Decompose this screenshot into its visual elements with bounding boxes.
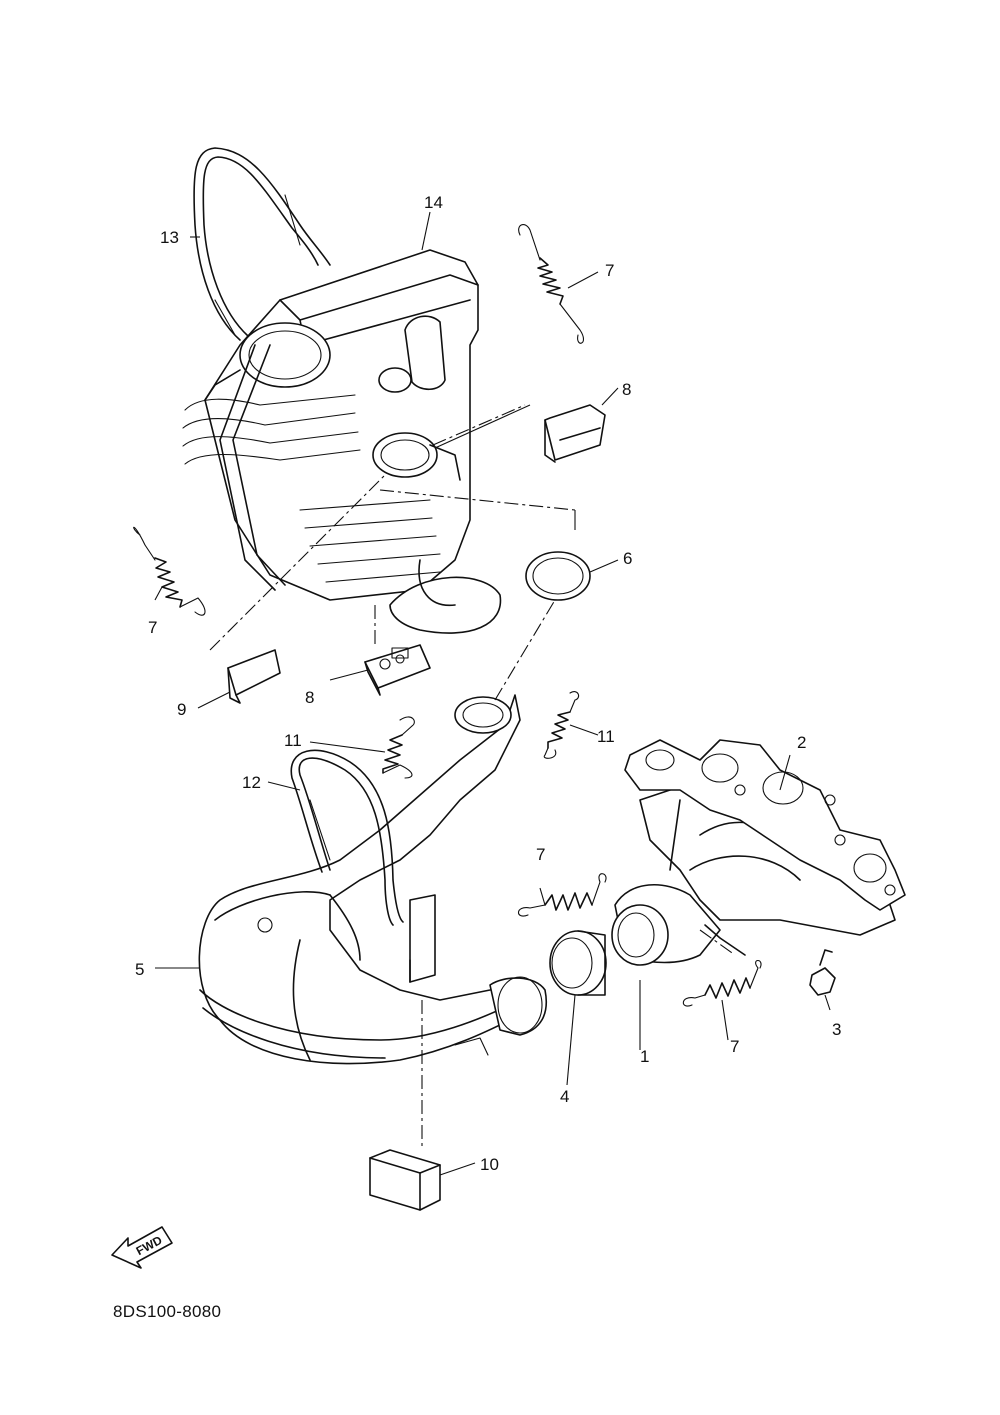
forward-arrow-icon: FWD (111, 1226, 173, 1269)
callout-6: 6 (623, 549, 632, 568)
callout-11-right: 11 (597, 727, 615, 746)
callout-11-left: 11 (284, 731, 302, 750)
bracket-9 (227, 649, 281, 704)
spring-7-left (133, 526, 206, 616)
bracket-8-top (544, 404, 606, 463)
muffler-box (182, 249, 502, 634)
spring-11-left (382, 716, 415, 779)
callout-2: 2 (797, 733, 806, 752)
strap-13 (193, 147, 331, 341)
callout-7-left: 7 (148, 618, 157, 637)
callout-12: 12 (242, 773, 261, 792)
expansion-chamber (198, 694, 547, 1065)
leader-lines (154, 211, 831, 1176)
callout-7-middle: 7 (536, 845, 545, 864)
callout-8-bottom: 8 (305, 688, 314, 707)
gasket-6 (525, 551, 591, 601)
callout-1: 1 (640, 1047, 649, 1066)
callout-9: 9 (177, 700, 186, 719)
callout-8-top: 8 (622, 380, 631, 399)
drawing-code: 8DS100-8080 (113, 1302, 222, 1321)
spring-7-top (518, 224, 585, 344)
strap-12 (290, 749, 404, 926)
callouts: 1 2 3 4 5 6 7 7 7 7 8 8 9 10 11 11 12 13… (135, 193, 841, 1174)
callout-5: 5 (135, 960, 144, 979)
spring-7-lower-right (682, 959, 762, 1007)
callout-7-top: 7 (605, 261, 614, 280)
callout-3: 3 (832, 1020, 841, 1039)
callout-13: 13 (160, 228, 179, 247)
exhaust-manifold (639, 779, 896, 956)
manifold-gasket-2 (624, 739, 906, 911)
bracket-8-bottom (364, 644, 431, 696)
exhaust-pipe-1 (611, 884, 721, 966)
alignment-lines (209, 404, 736, 1150)
bolt-3 (809, 949, 836, 996)
sleeve-4 (549, 930, 607, 996)
callout-4: 4 (560, 1087, 569, 1106)
spring-7-middle (517, 873, 607, 917)
bracket-10 (369, 1149, 441, 1211)
callout-14: 14 (424, 193, 443, 212)
spring-11-right (543, 691, 580, 759)
callout-7-lower: 7 (730, 1037, 739, 1056)
callout-10: 10 (480, 1155, 499, 1174)
